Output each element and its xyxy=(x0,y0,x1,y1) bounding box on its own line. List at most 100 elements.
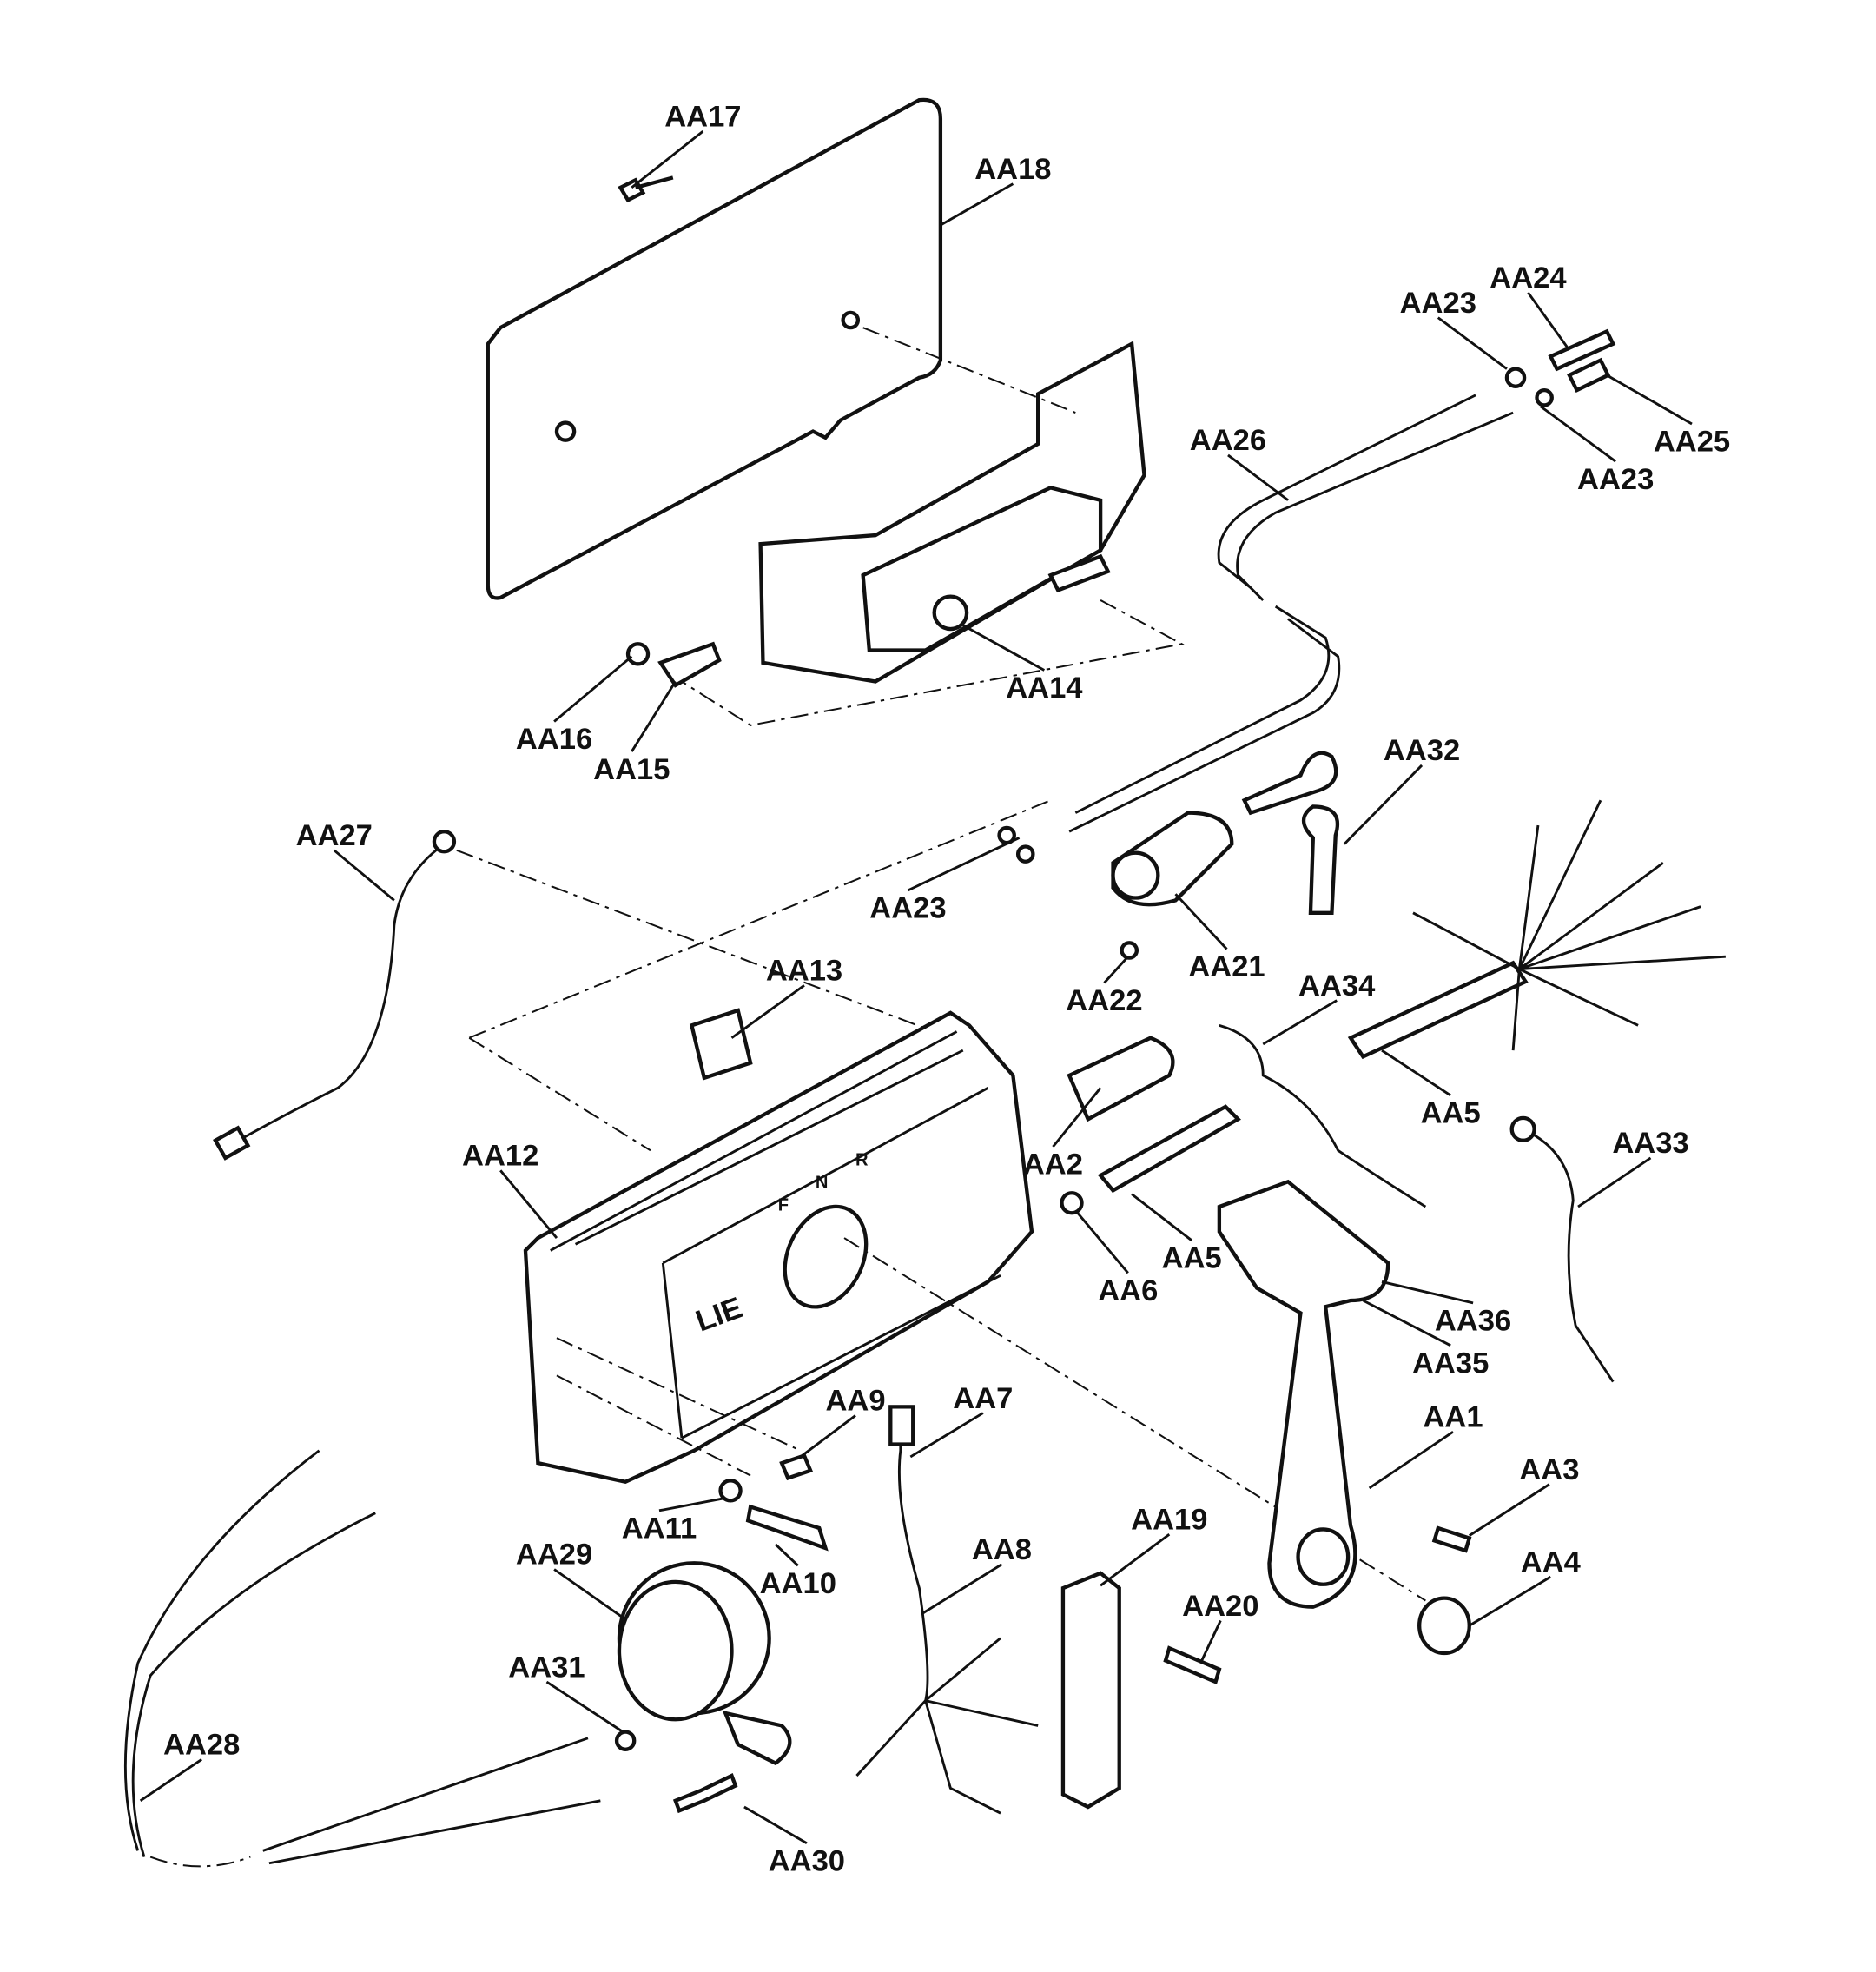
leader-line xyxy=(631,680,677,752)
leader-line xyxy=(545,1680,624,1733)
part-label-aa1: AA1 xyxy=(1424,1400,1483,1433)
leader-line xyxy=(799,1414,856,1459)
cable-aa26-lower xyxy=(1068,605,1341,833)
part-label-aa3: AA3 xyxy=(1519,1453,1579,1486)
leader-line xyxy=(730,984,805,1039)
part-label-aa14: AA14 xyxy=(1006,672,1083,705)
screw-aa22 xyxy=(1120,941,1139,960)
leader-line xyxy=(333,849,395,902)
bracket-aa15 xyxy=(657,641,722,688)
assembly-line xyxy=(456,799,1051,1152)
screw-aa3 xyxy=(1431,1525,1472,1553)
buzzer-bracket xyxy=(722,1711,792,1766)
leader-line xyxy=(139,1758,202,1802)
part-label-aa19: AA19 xyxy=(1131,1503,1207,1536)
leader-line xyxy=(909,1412,984,1459)
part-label-aa23: AA23 xyxy=(1400,287,1476,320)
key-aa32 xyxy=(1241,751,1338,816)
part-label-aa21: AA21 xyxy=(1188,950,1265,983)
leader-line xyxy=(1539,405,1617,463)
leader-line xyxy=(1199,1619,1222,1664)
part-label-aa31: AA31 xyxy=(508,1651,585,1684)
clip-aa33 xyxy=(1509,1115,1536,1142)
screw-aa30 xyxy=(672,1773,738,1814)
part-label-aa25: AA25 xyxy=(1654,426,1730,459)
harness-aa27 xyxy=(231,843,446,1146)
washer-aa11 xyxy=(718,1479,743,1503)
part-label-aa5: AA5 xyxy=(1162,1242,1222,1275)
part-label-aa12: AA12 xyxy=(462,1140,538,1173)
pin-aa25 xyxy=(1567,357,1611,393)
leader-line xyxy=(631,130,704,189)
leader-line xyxy=(1074,1209,1129,1274)
screw-aa20 xyxy=(1163,1645,1222,1684)
part-label-aa23: AA23 xyxy=(1577,463,1654,496)
pin-aa24 xyxy=(1548,328,1616,372)
leader-line xyxy=(907,837,1021,892)
harness-aa8 xyxy=(855,1413,1039,1815)
leader-line xyxy=(1527,291,1571,351)
part-label-aa29: AA29 xyxy=(516,1539,592,1572)
shift-port xyxy=(783,1204,869,1309)
leader-line xyxy=(1100,1533,1171,1587)
leader-line xyxy=(1131,1193,1193,1242)
mechanism-gear xyxy=(932,594,969,632)
ignition-switch-face xyxy=(1111,850,1160,900)
nut-aa23 xyxy=(1535,387,1554,407)
nut-aa23 xyxy=(1504,367,1527,388)
sleeve-aa5 xyxy=(1347,960,1529,1060)
harness-aa28 xyxy=(123,1449,601,1865)
screw-aa9 xyxy=(779,1453,814,1481)
part-label-aa5: AA5 xyxy=(1421,1097,1481,1130)
mechanism-shaft xyxy=(1047,553,1111,593)
leader-line xyxy=(1577,1156,1652,1208)
plate-boss xyxy=(841,310,861,330)
leader-line xyxy=(1052,1087,1102,1148)
part-label-aa35: AA35 xyxy=(1412,1347,1489,1380)
switch-aa2 xyxy=(1067,1036,1175,1122)
part-label-aa17: AA17 xyxy=(664,100,741,133)
handle-hub xyxy=(1296,1527,1351,1586)
leader-line xyxy=(743,1805,808,1844)
leader-line xyxy=(962,624,1046,672)
shift-mark-n: N xyxy=(816,1173,829,1192)
part-label-aa9: AA9 xyxy=(825,1385,885,1418)
assembly-line xyxy=(149,1856,251,1868)
leader-line xyxy=(1174,893,1228,950)
leader-line xyxy=(553,1568,626,1621)
leader-line xyxy=(774,1543,799,1567)
key-aa32 xyxy=(1301,804,1340,915)
nut-aa6 xyxy=(1060,1191,1084,1215)
part-label-aa7: AA7 xyxy=(953,1382,1013,1415)
leader-line xyxy=(1606,374,1693,426)
lanyard-aa33 xyxy=(1523,1128,1615,1383)
part-label-aa15: AA15 xyxy=(593,753,670,786)
control-handle-aa1 xyxy=(1217,1179,1390,1609)
terminal-block-aa19 xyxy=(1060,1571,1121,1810)
part-label-aa34: AA34 xyxy=(1298,969,1376,1003)
shift-mark-f: F xyxy=(778,1195,789,1214)
part-label-aa28: AA28 xyxy=(163,1729,240,1762)
part-label-aa8: AA8 xyxy=(972,1533,1032,1566)
part-label-aa20: AA20 xyxy=(1182,1590,1258,1623)
control-box-edges xyxy=(550,1030,1001,1439)
part-label-aa33: AA33 xyxy=(1612,1127,1688,1160)
control-mechanism xyxy=(758,341,1146,684)
leader-line xyxy=(658,1497,726,1512)
screw-aa10 xyxy=(745,1504,829,1552)
leader-line xyxy=(1362,1299,1451,1347)
part-label-aa10: AA10 xyxy=(760,1567,836,1600)
plate-boss xyxy=(554,420,577,442)
leader-line xyxy=(1469,1575,1552,1627)
part-label-aa27: AA27 xyxy=(296,819,373,852)
leader-line xyxy=(1343,764,1424,845)
leader-line xyxy=(553,655,633,723)
buzzer-face xyxy=(617,1579,734,1722)
leader-line xyxy=(1368,1430,1454,1490)
part-label-aa32: AA32 xyxy=(1384,734,1460,767)
mounting-plate xyxy=(486,97,943,600)
leader-line xyxy=(1381,1280,1474,1305)
lanyard-aa34 xyxy=(1219,1023,1427,1208)
assembly-line xyxy=(556,1237,1426,1602)
leader-line xyxy=(499,1169,558,1239)
